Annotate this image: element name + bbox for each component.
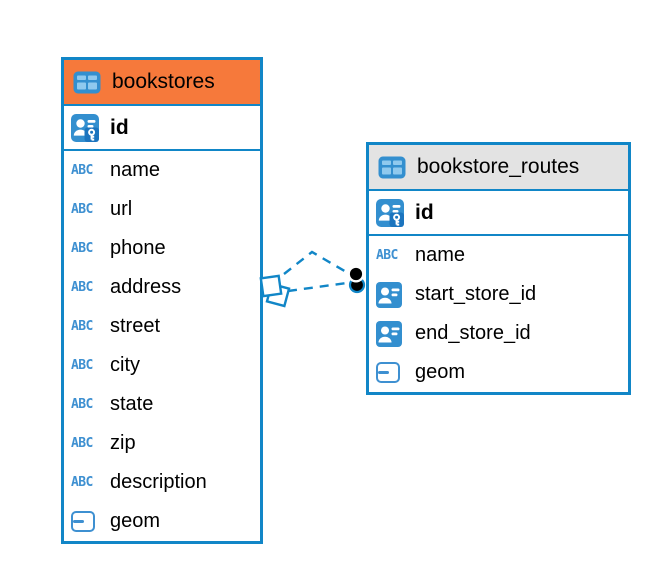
bookstores-header[interactable]: bookstores: [64, 60, 260, 106]
table-row[interactable]: id: [64, 106, 260, 151]
text-type-icon: ABC: [376, 248, 398, 263]
text-type-icon: ABC: [71, 202, 93, 217]
table-row[interactable]: ABC zip: [64, 424, 260, 463]
column-name: url: [110, 198, 133, 220]
table-row[interactable]: id: [369, 191, 628, 236]
column-name: address: [110, 276, 182, 298]
column-name: name: [415, 244, 466, 266]
column-name: city: [110, 354, 140, 376]
bookstore-routes-columns: ABC name start_store_id end_store_id geo…: [369, 236, 628, 392]
table-bookstores[interactable]: bookstores id ABC name ABC url ABC phone…: [61, 57, 263, 544]
text-type-icon: ABC: [71, 280, 93, 295]
text-type-icon: ABC: [71, 319, 93, 334]
table-title: bookstore_routes: [417, 155, 580, 178]
table-row[interactable]: ABC phone: [64, 229, 260, 268]
table-title: bookstores: [112, 70, 215, 93]
one-end-diamond-marker: [259, 274, 291, 308]
column-name: description: [110, 471, 207, 493]
table-row[interactable]: geom: [369, 353, 628, 392]
relationship-line-upper[interactable]: [283, 250, 349, 275]
column-name: phone: [110, 237, 166, 259]
table-row[interactable]: ABC state: [64, 385, 260, 424]
text-type-icon: ABC: [71, 163, 93, 178]
relationship-line-lower[interactable]: [287, 281, 348, 293]
text-type-icon: ABC: [71, 436, 93, 451]
table-row[interactable]: start_store_id: [369, 275, 628, 314]
geometry-type-icon: [71, 511, 95, 532]
text-type-icon: ABC: [71, 241, 93, 256]
table-bookstore-routes[interactable]: bookstore_routes id ABC name start_store…: [366, 142, 631, 395]
column-name: zip: [110, 432, 136, 454]
table-row[interactable]: geom: [64, 502, 260, 541]
column-name: start_store_id: [415, 283, 537, 305]
bookstore-routes-header[interactable]: bookstore_routes: [369, 145, 628, 191]
text-type-icon: ABC: [71, 397, 93, 412]
table-row[interactable]: ABC street: [64, 307, 260, 346]
text-type-icon: ABC: [71, 475, 93, 490]
table-row[interactable]: ABC url: [64, 190, 260, 229]
table-row[interactable]: ABC address: [64, 268, 260, 307]
column-name: geom: [110, 510, 161, 532]
bookstores-columns: ABC name ABC url ABC phone ABC address A…: [64, 151, 260, 541]
many-end-dot-marker: [347, 265, 366, 294]
column-name: state: [110, 393, 154, 415]
table-row[interactable]: ABC city: [64, 346, 260, 385]
column-name: street: [110, 315, 161, 337]
text-type-icon: ABC: [71, 358, 93, 373]
geometry-type-icon: [376, 362, 400, 383]
table-row[interactable]: ABC description: [64, 463, 260, 502]
column-name: id: [110, 115, 129, 139]
column-name: id: [415, 200, 434, 224]
column-name: name: [110, 159, 161, 181]
column-name: end_store_id: [415, 322, 531, 344]
table-row[interactable]: ABC name: [64, 151, 260, 190]
column-name: geom: [415, 361, 466, 383]
table-row[interactable]: ABC name: [369, 236, 628, 275]
table-row[interactable]: end_store_id: [369, 314, 628, 353]
